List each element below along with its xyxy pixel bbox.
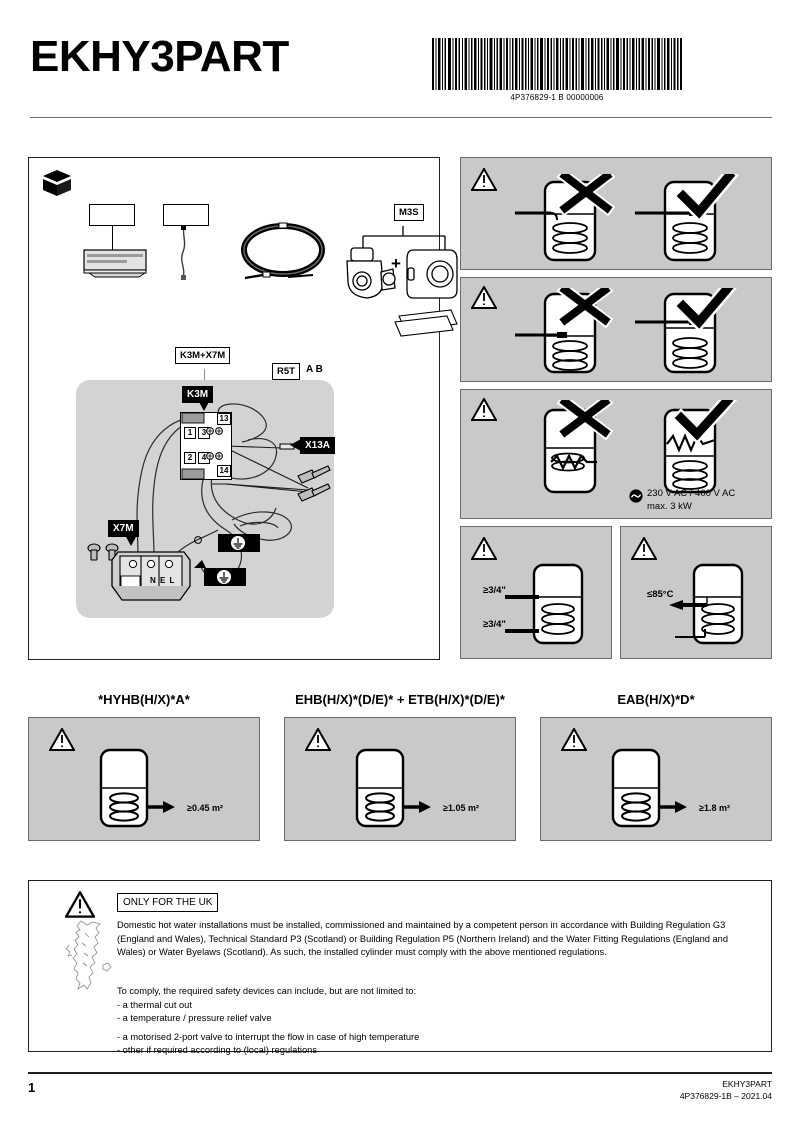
part-callout-1: [89, 204, 135, 226]
model-panel-ehb-etb: ≥1.05 m²: [284, 717, 516, 841]
warning-triangle-icon: [471, 537, 497, 560]
pipe-size-label-bottom: ≥3/4": [483, 619, 506, 630]
barcode-image: [432, 38, 682, 90]
footer-reference: EKHY3PART 4P376829-1B – 2021.04: [680, 1078, 772, 1102]
part-image-valve-actuator: +: [346, 226, 458, 337]
tank-diagram-heater-wrong: [543, 400, 614, 494]
product-title: EKHY3PART: [30, 32, 289, 81]
warning-panel-sensor-height: [460, 277, 772, 382]
pipe-size-label-top: ≥3/4": [483, 585, 506, 596]
earth-symbol-icon: [217, 570, 231, 584]
tank-diagram-area: [611, 748, 687, 828]
callout-lead-k3m: [204, 369, 206, 381]
tank-diagram-wrong: [515, 288, 614, 374]
panel-max-temp: ≤85°C: [620, 526, 772, 659]
uk-regulations-panel: ONLY FOR THE UK Domestic hot water insta…: [28, 880, 772, 1055]
warning-triangle-icon: [471, 286, 497, 309]
earth-symbol-icon: [231, 536, 245, 550]
model-panel-eab: ≥1.8 m²: [540, 717, 772, 841]
warning-triangle-icon: [471, 398, 497, 421]
uk-regulations-paragraph: Domestic hot water installations must be…: [117, 920, 729, 957]
voltage-spec-label: 230 V AC / 400 V AC: [647, 488, 736, 499]
tank-diagram-heater-correct: [663, 400, 737, 494]
part-image-controller: [83, 249, 147, 278]
relay-screw-terminals: [181, 412, 223, 480]
list-item: - a temperature / pressure relief valve: [117, 1013, 272, 1023]
barcode-number: 4P376829-1 B 00000006: [510, 93, 604, 102]
uk-safety-devices-list: To comply, the required safety devices c…: [117, 985, 757, 1058]
header-divider: [30, 117, 772, 118]
coil-area-label-ehb-etb: ≥1.05 m²: [443, 803, 479, 813]
relay-terminal-14: 14: [217, 465, 231, 477]
svg-text:+: +: [391, 254, 401, 273]
uk-map-icon: [65, 920, 112, 990]
warning-triangle-icon: [471, 168, 497, 191]
tank-diagram-correct: [635, 174, 739, 262]
page-number: 1: [28, 1080, 36, 1095]
model-panel-hyhb: ≥0.45 m²: [28, 717, 260, 841]
parts-overview-panel: R5T A B M3S +: [28, 157, 458, 660]
footer-divider: [28, 1072, 772, 1074]
max-temp-label: ≤85°C: [647, 589, 674, 600]
part-callout-2: [163, 204, 209, 226]
coil-area-label-eab: ≥1.8 m²: [699, 803, 730, 813]
ac-power-icon: [629, 489, 643, 503]
x7m-pointer-icon: [125, 535, 137, 546]
list-item: - other if required according to (local)…: [117, 1045, 317, 1055]
earth-badge-1: [218, 534, 260, 552]
warning-triangle-icon: [561, 728, 587, 751]
warning-triangle-icon: [49, 728, 75, 751]
page-header: EKHY3PART: [0, 0, 802, 120]
warning-panel-heater-position: 230 V AC / 400 V AC max. 3 kW: [460, 389, 772, 519]
tank-diagram-area: [99, 748, 175, 828]
model-title-hyhb: *HYHB(H/X)*A*: [98, 692, 190, 707]
tank-diagram-correct: [635, 288, 737, 374]
model-title-eab: EAB(H/X)*D*: [617, 692, 695, 707]
coil-area-label-hyhb: ≥0.45 m²: [187, 803, 223, 813]
callout-lead-1: [112, 226, 114, 254]
k3m-pointer-icon: [198, 400, 210, 411]
k3m-label: K3M: [182, 386, 214, 403]
footer-doc-ref: 4P376829-1B – 2021.04: [679, 1091, 772, 1101]
panel-pipe-size: ≥3/4" ≥3/4": [460, 526, 612, 659]
warning-triangle-icon: [65, 891, 95, 918]
uk-only-badge: ONLY FOR THE UK: [117, 893, 219, 912]
earth-badge-2: [204, 568, 246, 586]
tank-diagram-pipe-sizes: [505, 563, 584, 645]
part-callout-m3s: M3S: [394, 204, 424, 221]
x7m-terminal-labels: N E L: [150, 576, 176, 585]
list-item: - a thermal cut out: [117, 999, 192, 1010]
warning-triangle-icon: [305, 728, 331, 751]
list-intro: To comply, the required safety devices c…: [117, 986, 417, 996]
x13a-label: X13A: [300, 437, 336, 454]
part-callout-k3m-x7m: K3M+X7M: [175, 347, 231, 364]
part-callout-ab: A B: [306, 364, 323, 375]
model-title-ehb-etb: EHB(H/X)*(D/E)* + ETB(H/X)*(D/E)*: [295, 692, 505, 707]
list-item: - a motorised 2-port valve to interrupt …: [117, 1031, 420, 1042]
x7m-label: X7M: [108, 520, 139, 537]
open-box-icon: [43, 170, 71, 196]
part-callout-r5t: R5T: [272, 363, 300, 380]
x7m-terminal-block: [111, 551, 191, 601]
part-image-sensor-cable: [181, 225, 186, 280]
tank-diagram-area: [355, 748, 431, 828]
warning-panel-sensor-depth: [460, 157, 772, 270]
tank-diagram-wrong: [515, 174, 616, 262]
part-image-coiled-sensor: [241, 222, 325, 280]
tank-diagram-max-temp: [669, 563, 744, 645]
footer-product-name: EKHY3PART: [722, 1079, 772, 1089]
relay-terminal-1: 1: [184, 427, 196, 439]
relay-terminal-2: 2: [184, 452, 196, 464]
wiring-diagram: K3M 1 3 2 4 13 14: [76, 380, 336, 618]
barcode-block: 4P376829-1 B 00000006: [432, 38, 682, 102]
x13a-pointer-icon: [290, 439, 301, 451]
power-spec-label: max. 3 kW: [647, 501, 692, 512]
warning-triangle-icon: [631, 537, 657, 560]
relay-terminal-13: 13: [217, 413, 231, 425]
